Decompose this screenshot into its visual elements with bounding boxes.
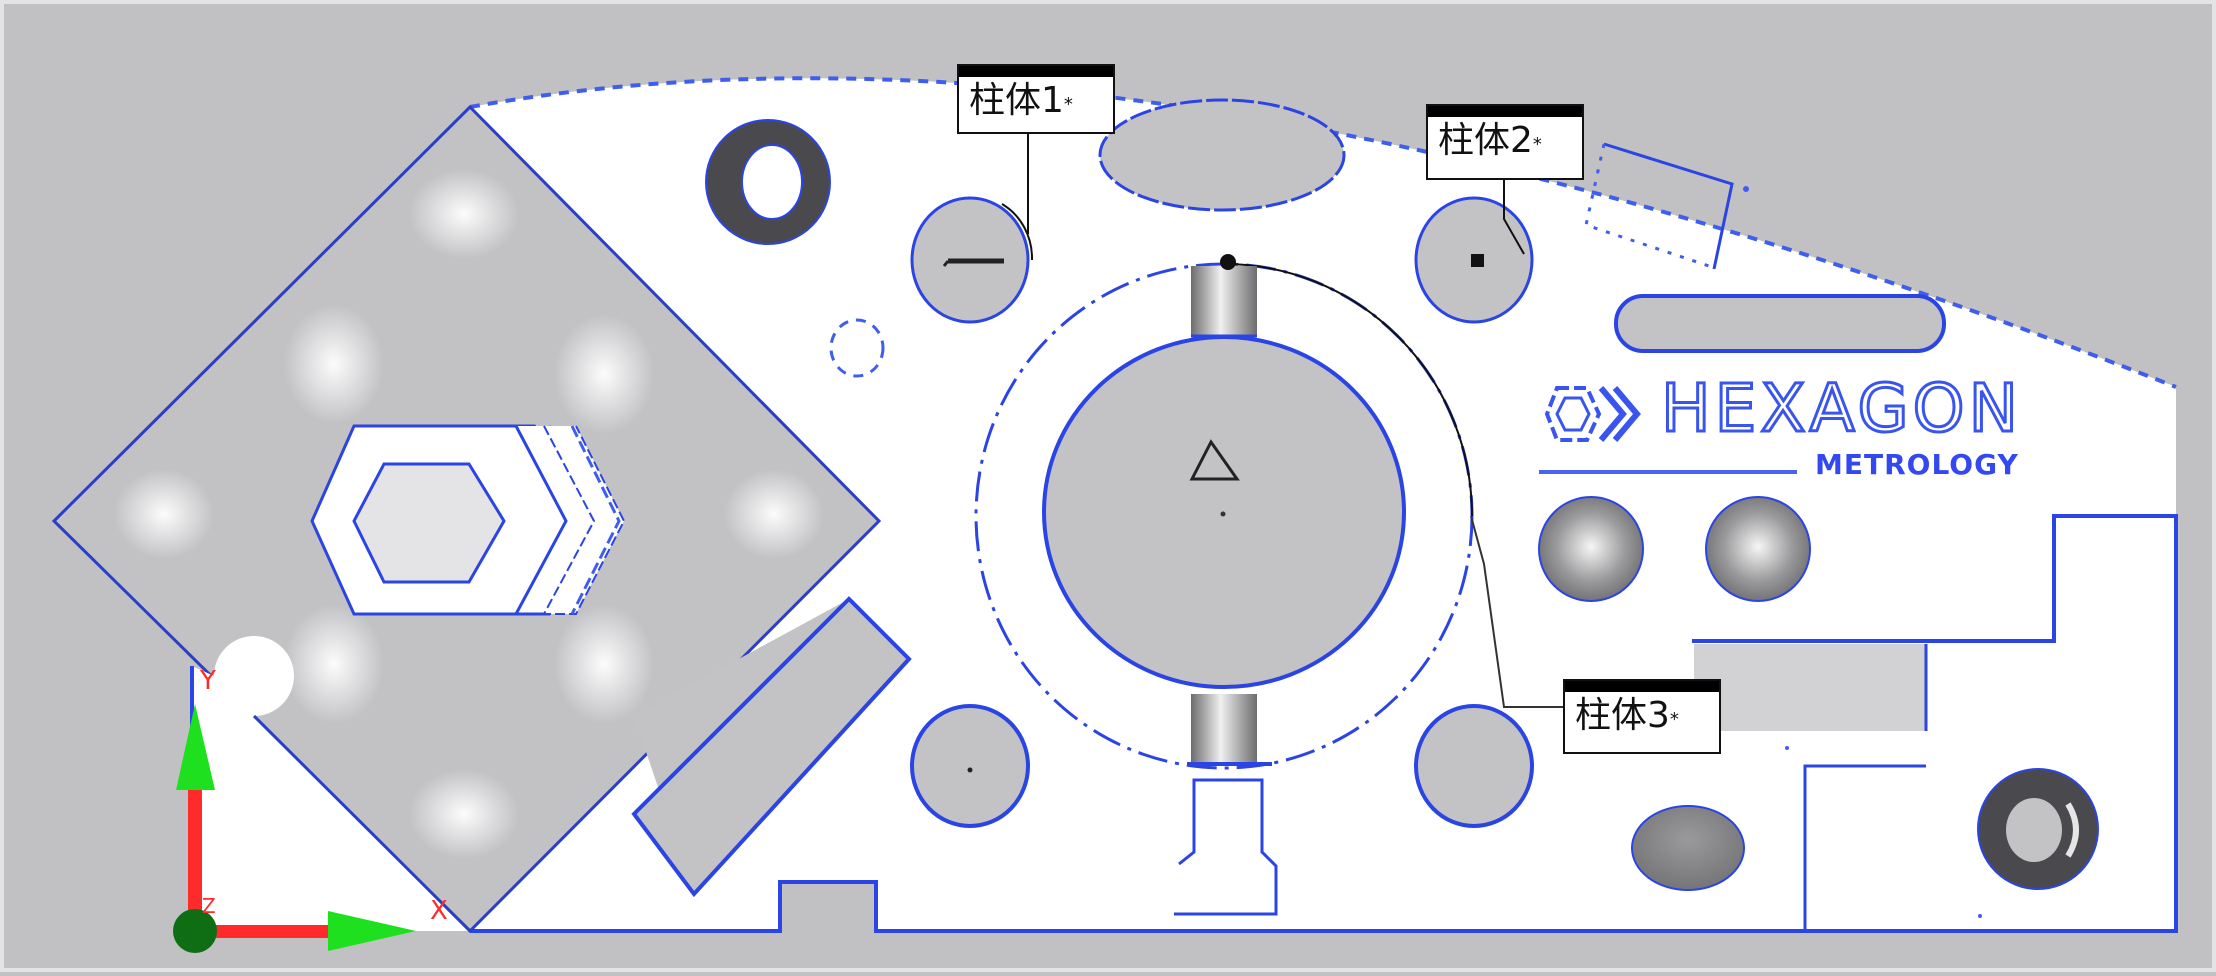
- callout-cylinder-3[interactable]: 柱体3*: [1563, 679, 1721, 754]
- step-outline: [1692, 514, 2176, 643]
- lower-right-hole: [1414, 704, 1534, 828]
- lower-step: [1803, 764, 1926, 931]
- leader-line-2: [1503, 174, 1525, 255]
- callout-label: 柱体3: [1575, 695, 1670, 736]
- top-pin: [1191, 266, 1257, 336]
- callout-label: 柱体2: [1438, 120, 1533, 161]
- cylinder-2-hole: [1414, 196, 1534, 324]
- y-axis-label: Y: [200, 666, 216, 696]
- callout-cap: [959, 66, 1113, 77]
- callout-marker: *: [1063, 94, 1073, 115]
- bottom-ring: [1977, 768, 2099, 890]
- callout-marker: *: [1532, 134, 1542, 155]
- sphere-right: [1705, 496, 1811, 602]
- top-oval-pocket: [1098, 98, 1346, 212]
- y-axis-shaft: [188, 790, 202, 932]
- axis-triad: [173, 704, 416, 953]
- callout-cylinder-2[interactable]: 柱体2*: [1426, 104, 1584, 180]
- cylinder-1-hole: [910, 196, 1034, 324]
- x-axis-label: X: [430, 896, 448, 926]
- callout-marker: *: [1669, 709, 1679, 730]
- part-model[interactable]: [4, 4, 2216, 976]
- callout-cap: [1565, 681, 1719, 692]
- callout-label: 柱体1: [969, 80, 1064, 121]
- center-bore: [974, 254, 1474, 770]
- logo-underline: [1539, 470, 1797, 474]
- lower-left-hole: [910, 704, 1030, 828]
- triangle-icon: [1189, 439, 1240, 481]
- dark-ring: [705, 119, 831, 245]
- dashed-square: [1584, 142, 1749, 270]
- z-axis-label: Z: [202, 894, 216, 918]
- small-dashed-hole: [829, 318, 885, 378]
- obround-slot: [1614, 294, 1946, 353]
- logo-subtitle: METROLOGY: [1815, 448, 2019, 481]
- bottom-edge: [470, 514, 2178, 933]
- hexagon-logo-mark-icon: [1544, 386, 1641, 442]
- callout-cap: [1428, 106, 1582, 117]
- top-arc-edge: [469, 76, 2177, 389]
- corner-notch: [192, 636, 470, 931]
- callout-cylinder-1[interactable]: 柱体1*: [957, 64, 1115, 134]
- t-slot: [1174, 778, 1278, 916]
- x-axis-arrow: [328, 911, 416, 951]
- hex-nut-feature: [310, 424, 626, 616]
- logo-brand: HEXAGON: [1660, 369, 2022, 449]
- leader-line-3: [1470, 515, 1564, 708]
- y-axis-arrow: [176, 704, 215, 790]
- sphere-dark: [1631, 805, 1745, 891]
- hexagon-logo: HEXAGON METROLOGY: [1539, 369, 2049, 484]
- x-axis-shaft: [202, 925, 328, 938]
- gray-recess: [1694, 644, 1926, 731]
- bottom-pin: [1191, 694, 1257, 764]
- sphere-left: [1538, 496, 1644, 602]
- axis-origin: [173, 909, 217, 953]
